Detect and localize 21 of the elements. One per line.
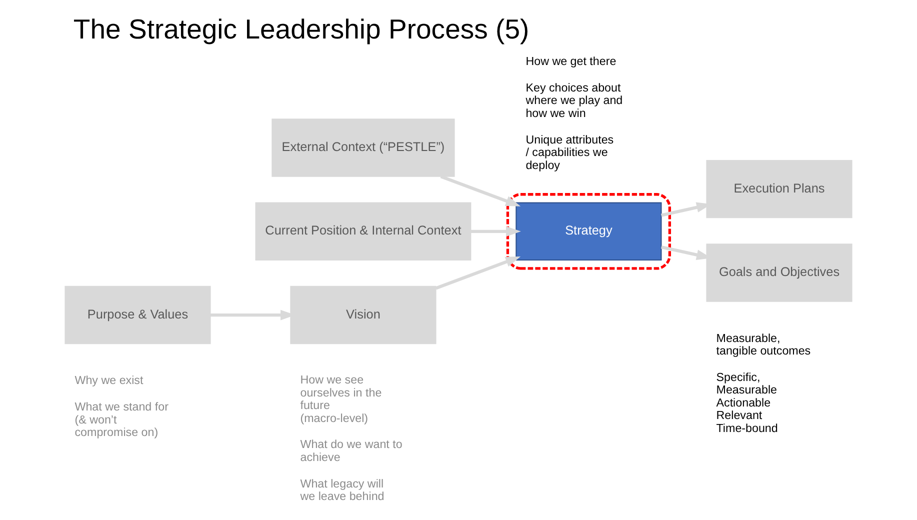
node-box: Execution Plans xyxy=(706,160,852,218)
arrow xyxy=(435,256,521,290)
node-box: Purpose & Values xyxy=(64,286,211,344)
node-label: What do we want to achieve xyxy=(300,438,402,464)
node-box: External Context (“PESTLE”) xyxy=(272,118,455,177)
node-label: Specific, Measurable Actionable Relevant Time-bound xyxy=(716,370,778,435)
node-label: Key choices about where we play and how we win xyxy=(526,81,623,120)
node-label: How we get there xyxy=(526,55,616,68)
node-label: Why we exist xyxy=(74,374,144,388)
node-box: Vision xyxy=(290,286,436,344)
node-label: Unique attributes / capabilities we deploy xyxy=(526,133,614,172)
diagram-title: The Strategic Leadership Process (5) xyxy=(73,14,530,45)
node-label: Measurable, tangible outcomes xyxy=(716,332,811,358)
arrow xyxy=(440,174,521,206)
node-box: Current Position & Internal Context xyxy=(255,202,472,261)
arrow xyxy=(470,226,521,237)
node-box: Goals and Objectives xyxy=(706,244,852,302)
node-box: Strategy xyxy=(516,202,662,261)
node-label: What we stand for (& won’t compromise on) xyxy=(74,400,168,440)
node-label: How we see ourselves in the future (macro-level) xyxy=(300,374,382,425)
node-label: What legacy will we leave behind xyxy=(300,477,384,504)
